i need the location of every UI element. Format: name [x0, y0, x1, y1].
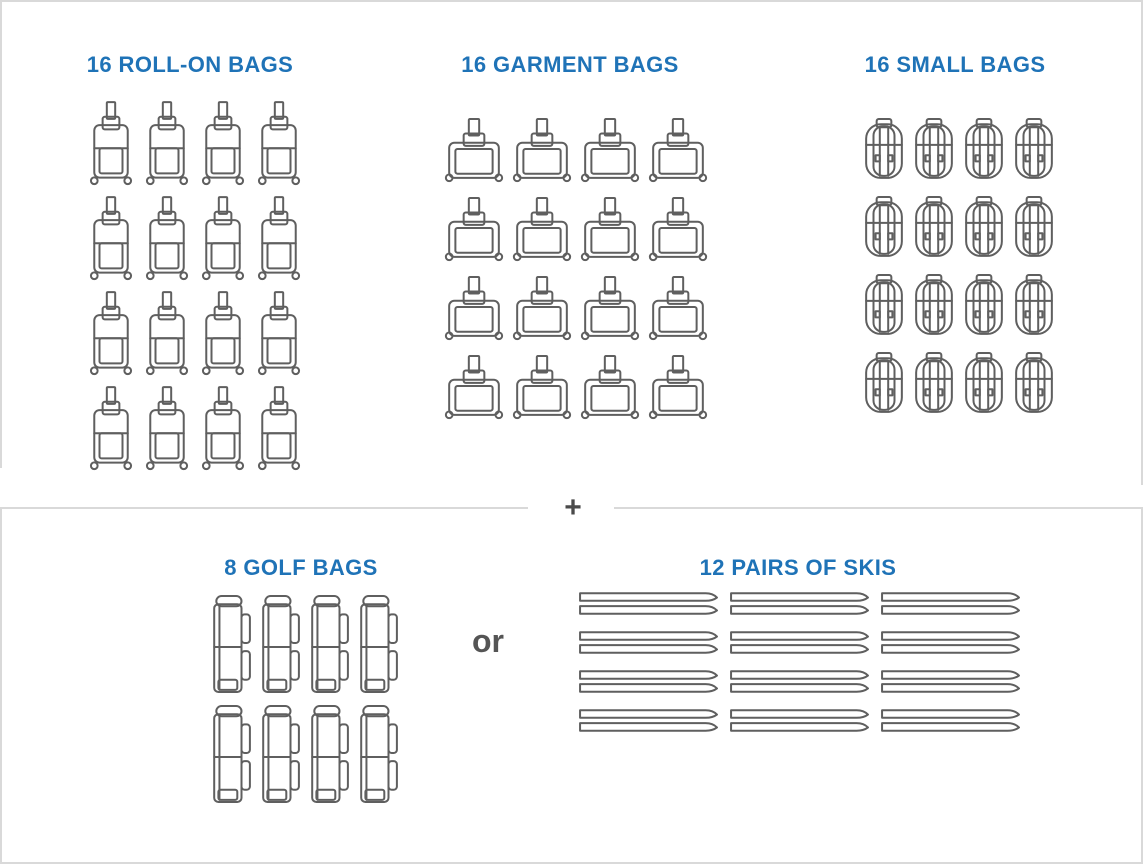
frame-bottom-border — [0, 862, 1143, 864]
ski-pair-icon — [880, 707, 1020, 735]
garment-bag-icon — [512, 197, 572, 263]
roll-on-bag-icon — [256, 195, 302, 281]
backpack-icon — [963, 118, 1005, 180]
golf-bag-icon — [259, 704, 301, 804]
golf-bag-icon — [210, 594, 252, 694]
backpack-icon — [863, 196, 905, 258]
garment-bag-icon — [580, 118, 640, 184]
ski-pair-icon — [729, 707, 869, 735]
roll-on-bag-icon — [256, 385, 302, 471]
backpack-icon — [963, 352, 1005, 414]
garment-bag-icon — [512, 355, 572, 421]
backpack-icon — [1013, 118, 1055, 180]
ski-pair-icon — [880, 629, 1020, 657]
roll-on-bag-icon — [144, 385, 190, 471]
backpack-icon — [913, 274, 955, 336]
garment-bags-title: 16 GARMENT BAGS — [461, 52, 679, 77]
roll-on-bag-icon — [88, 100, 134, 186]
ski-pair-icon — [578, 707, 718, 735]
golf-bag-icon — [308, 704, 350, 804]
backpack-icon — [913, 196, 955, 258]
roll-on-bag-icon — [256, 290, 302, 376]
golf-bag-icon — [259, 594, 301, 694]
backpack-icon — [1013, 274, 1055, 336]
ski-pair-icon — [578, 590, 718, 618]
backpack-icon — [1013, 352, 1055, 414]
garment-bag-icon — [444, 355, 504, 421]
garment-bag-icon — [444, 197, 504, 263]
backpack-icon — [1013, 196, 1055, 258]
roll-on-bag-icon — [144, 100, 190, 186]
roll-on-bag-icon — [256, 100, 302, 186]
backpack-icon — [913, 118, 955, 180]
golf-bags-title: 8 GOLF BAGS — [224, 555, 378, 580]
ski-pair-icon — [880, 668, 1020, 696]
plus-sign: + — [564, 491, 582, 524]
ski-pair-icon — [578, 629, 718, 657]
garment-bag-icon — [512, 118, 572, 184]
frame-left-border-lower — [0, 508, 2, 864]
backpack-icon — [863, 352, 905, 414]
garment-bag-icon — [648, 118, 708, 184]
roll-on-bag-icon — [88, 195, 134, 281]
rollon-bags-title: 16 ROLL-ON BAGS — [86, 52, 294, 77]
garment-bag-icon — [580, 355, 640, 421]
or-label: or — [472, 623, 504, 659]
garment-bag-icon — [444, 276, 504, 342]
frame-top-border — [0, 0, 1143, 2]
ski-pair-icon — [729, 590, 869, 618]
roll-on-bag-icon — [88, 385, 134, 471]
divider-left — [0, 507, 528, 509]
garment-bag-icon — [512, 276, 572, 342]
golf-bag-icon — [210, 704, 252, 804]
backpack-icon — [963, 274, 1005, 336]
roll-on-bag-icon — [144, 195, 190, 281]
backpack-icon — [863, 274, 905, 336]
small-bags-title: 16 SMALL BAGS — [864, 52, 1046, 77]
backpack-icon — [913, 352, 955, 414]
garment-bag-icon — [444, 118, 504, 184]
golf-bag-icon — [357, 594, 399, 694]
roll-on-bag-icon — [200, 290, 246, 376]
ski-pair-icon — [729, 629, 869, 657]
roll-on-bag-icon — [200, 100, 246, 186]
garment-bag-icon — [648, 197, 708, 263]
roll-on-bag-icon — [200, 385, 246, 471]
golf-bag-icon — [308, 594, 350, 694]
roll-on-bag-icon — [88, 290, 134, 376]
backpack-icon — [963, 196, 1005, 258]
frame-right-border-upper — [1141, 0, 1143, 485]
garment-bag-icon — [580, 276, 640, 342]
garment-bag-icon — [580, 197, 640, 263]
garment-bag-icon — [648, 355, 708, 421]
skis-title: 12 PAIRS OF SKIS — [699, 555, 897, 580]
roll-on-bag-icon — [144, 290, 190, 376]
divider-right — [614, 507, 1143, 509]
golf-bag-icon — [357, 704, 399, 804]
ski-pair-icon — [578, 668, 718, 696]
frame-left-border-upper — [0, 0, 2, 468]
backpack-icon — [863, 118, 905, 180]
ski-pair-icon — [729, 668, 869, 696]
roll-on-bag-icon — [200, 195, 246, 281]
ski-pair-icon — [880, 590, 1020, 618]
frame-right-border-lower — [1141, 508, 1143, 864]
garment-bag-icon — [648, 276, 708, 342]
